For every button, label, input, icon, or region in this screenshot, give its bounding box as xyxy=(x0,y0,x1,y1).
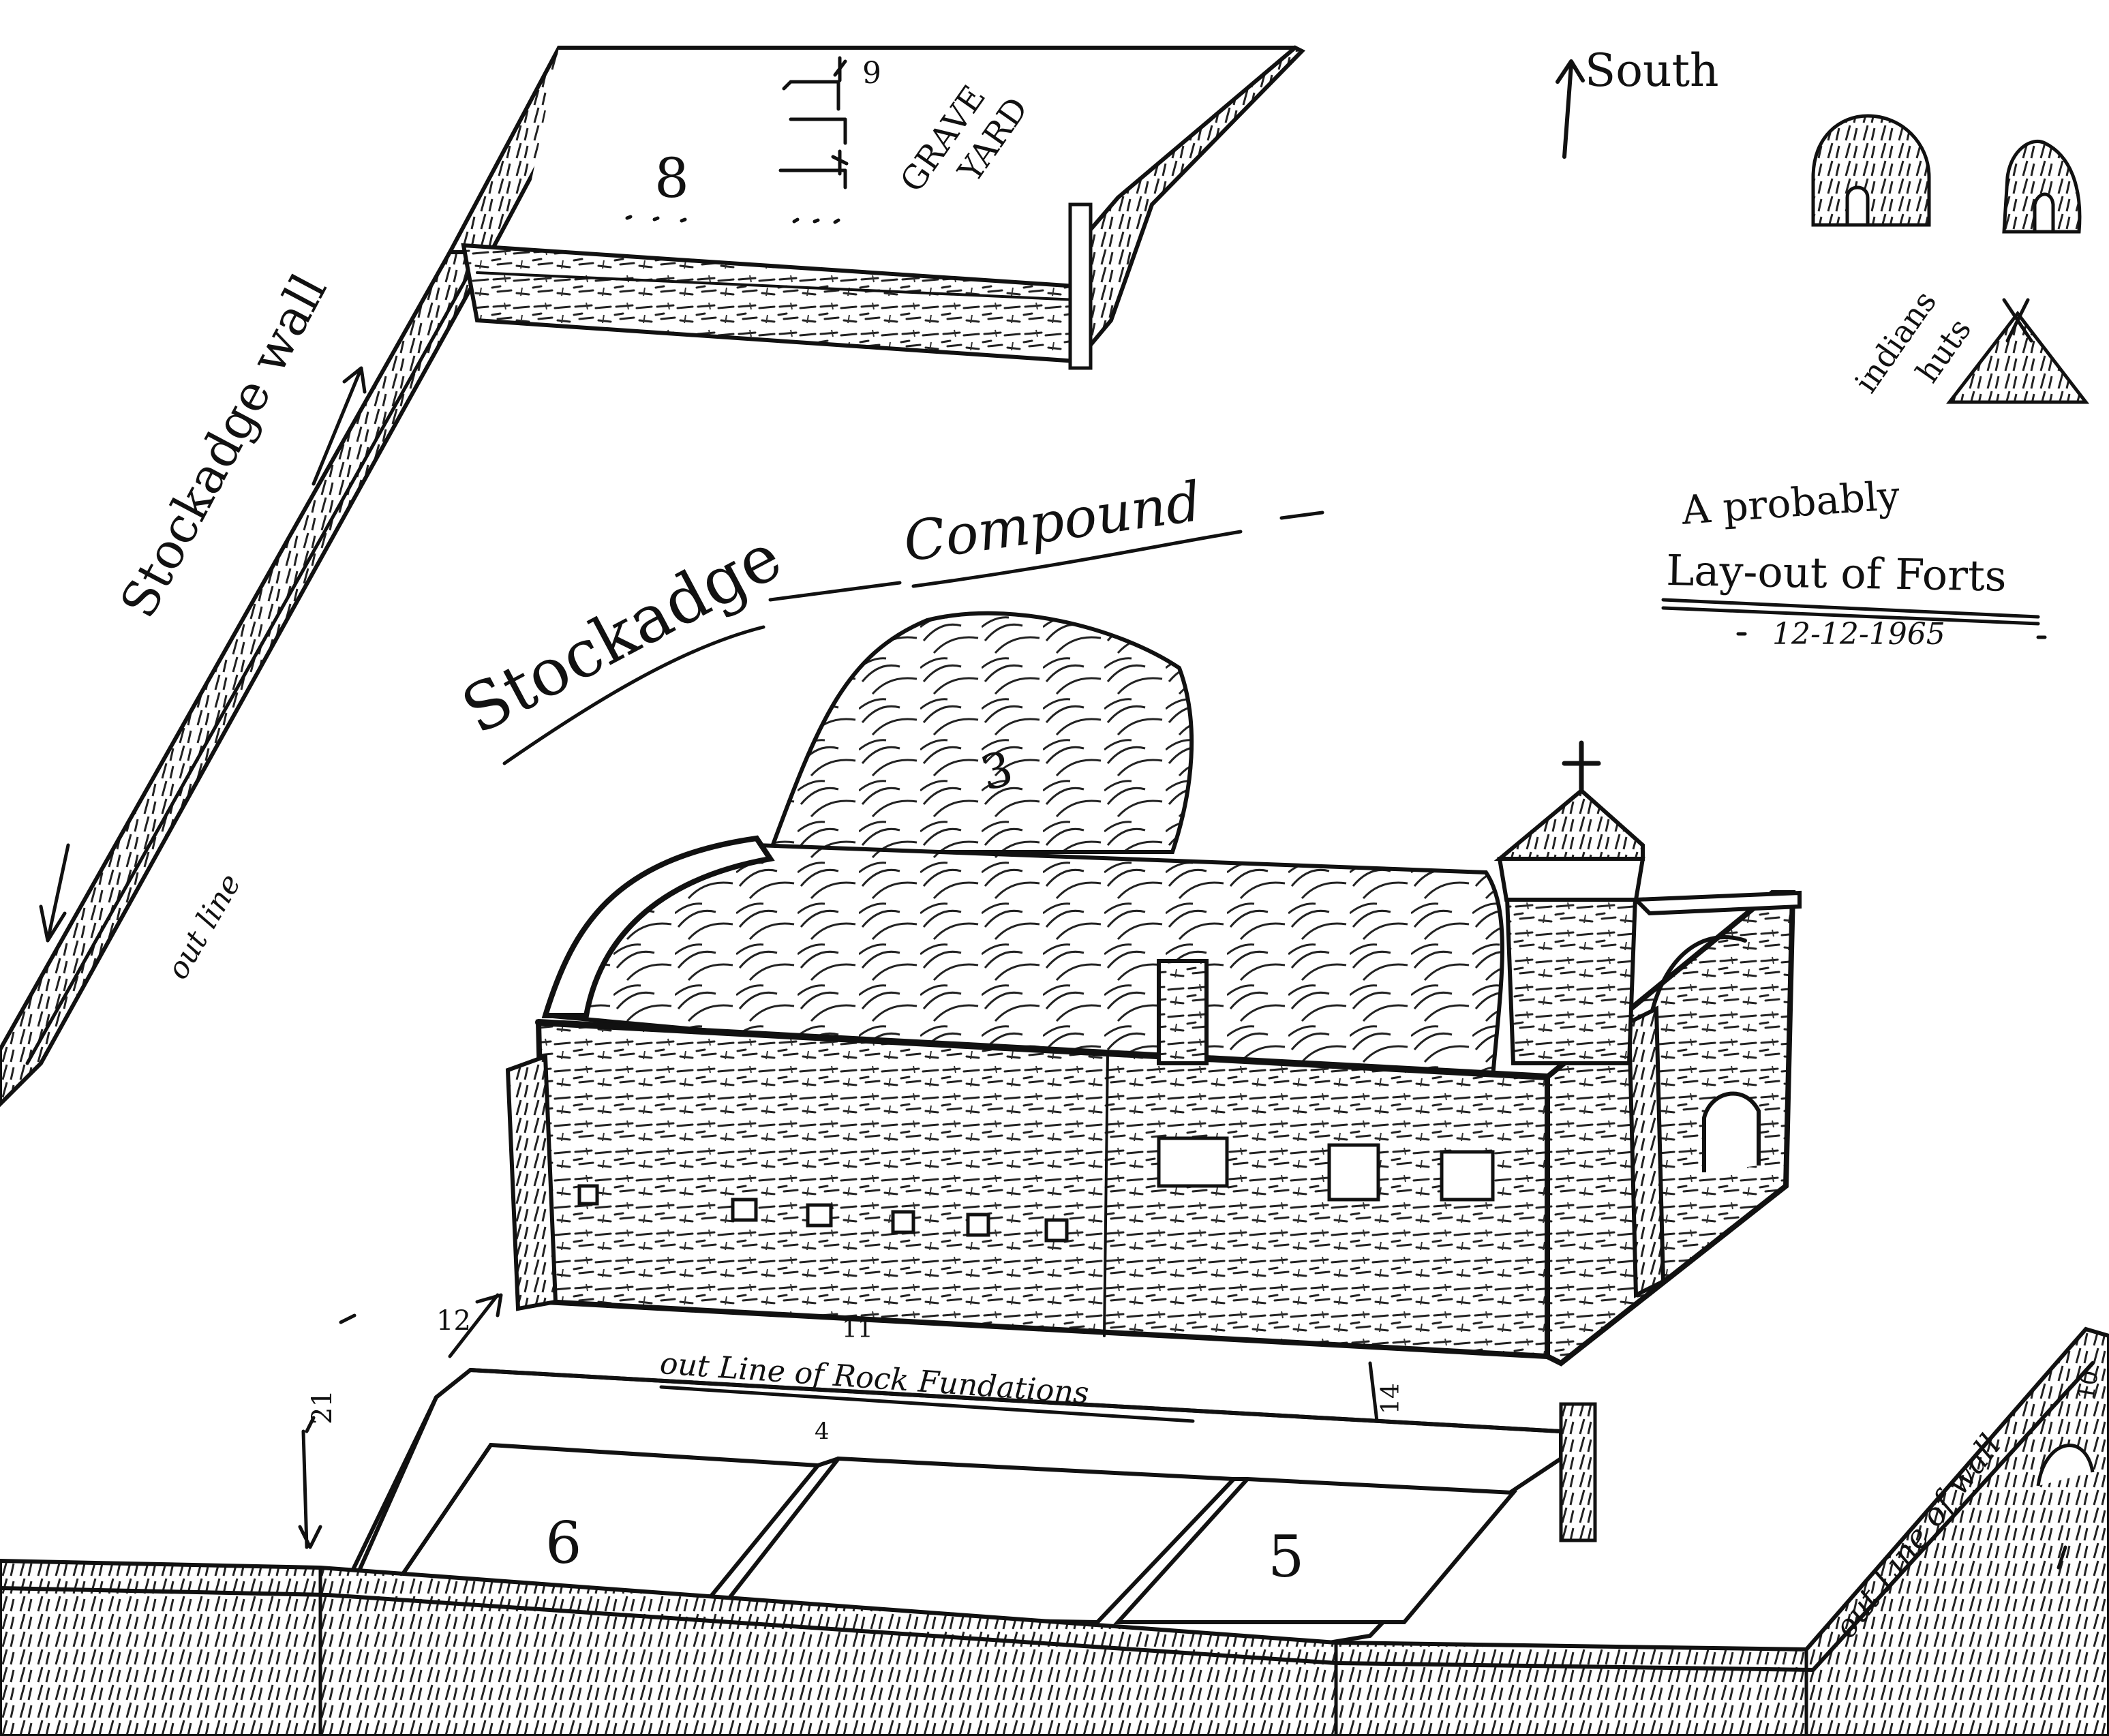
annotation-strokes xyxy=(39,366,2067,1570)
marker-10: 10 xyxy=(2072,1368,2104,1402)
graveyard-enclosure xyxy=(461,45,1306,370)
indian-huts xyxy=(1811,114,2090,404)
marker-8: 8 xyxy=(654,147,689,210)
grave-markers xyxy=(625,56,849,224)
compass-arrow xyxy=(1556,59,1585,159)
building-windows xyxy=(577,1136,1495,1243)
marker-4: 4 xyxy=(815,1418,830,1445)
marker-12: 12 xyxy=(436,1305,471,1337)
stockade-wall-left xyxy=(0,46,603,1108)
marker-5: 5 xyxy=(1268,1523,1305,1590)
main-building xyxy=(505,611,1802,1367)
compass-label: South xyxy=(1585,44,1719,97)
stockade-wall-bottom xyxy=(0,1326,2109,1736)
marker-14: 14 xyxy=(1377,1383,1405,1414)
title-line-2: Lay-out of Forts xyxy=(1665,545,2007,601)
rock-foundations xyxy=(337,1367,1597,1645)
date-label: 12-12-1965 xyxy=(1772,617,1945,652)
marker-11: 11 xyxy=(842,1315,873,1343)
marker-21: 21 xyxy=(307,1390,338,1425)
marker-6: 6 xyxy=(545,1510,582,1577)
marker-9: 9 xyxy=(862,56,881,91)
